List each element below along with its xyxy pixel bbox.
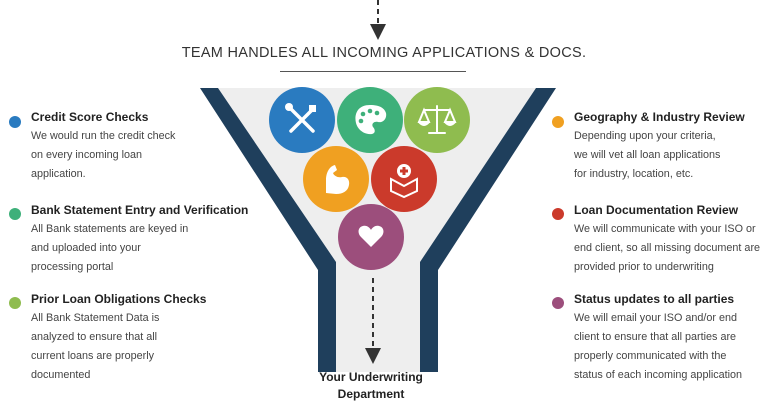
diagram-heading: TEAM HANDLES ALL INCOMING APPLICATIONS &… — [181, 45, 587, 61]
circle-medical — [371, 146, 437, 212]
heart-icon — [358, 225, 384, 247]
item-title: Status updates to all parties — [574, 292, 735, 306]
scales-icon — [417, 105, 457, 134]
item-description: We will communicate with your ISO or end… — [574, 223, 761, 273]
item-title: Loan Documentation Review — [574, 203, 739, 217]
item-title: Prior Loan Obligations Checks — [31, 292, 207, 306]
item-description: We would run the credit check on every i… — [31, 130, 176, 180]
palette-icon — [355, 105, 387, 135]
medical-kit-icon — [390, 164, 418, 199]
circle-strength — [303, 146, 369, 212]
bullet-dot — [552, 297, 564, 309]
item-title: Geography & Industry Review — [574, 110, 745, 124]
flexed-arm-icon — [326, 165, 350, 194]
circle-palette — [337, 87, 403, 153]
funnel-left-wall — [200, 88, 336, 372]
item-description: Depending upon your criteria, we will ve… — [574, 130, 721, 180]
item-description: We will email your ISO and/or end client… — [574, 312, 743, 381]
bullet-dot — [552, 116, 564, 128]
item-title: Credit Score Checks — [31, 110, 149, 124]
circle-scales — [404, 87, 470, 153]
bullet-dot — [552, 208, 564, 220]
underwriting-department-label: Your Underwriting Department — [319, 370, 423, 401]
bullet-dot — [9, 116, 21, 128]
circle-heart — [338, 204, 404, 270]
item-title: Bank Statement Entry and Verification — [31, 203, 249, 217]
circle-tools — [269, 87, 335, 153]
bullet-dot — [9, 297, 21, 309]
tools-icon — [285, 103, 316, 133]
item-description: All Bank statements are keyed in and upl… — [31, 223, 189, 273]
bullet-dot — [9, 208, 21, 220]
heading-underline — [280, 71, 466, 72]
item-description: All Bank Statement Data is analyzed to e… — [31, 312, 160, 381]
funnel-right-wall — [420, 88, 556, 372]
